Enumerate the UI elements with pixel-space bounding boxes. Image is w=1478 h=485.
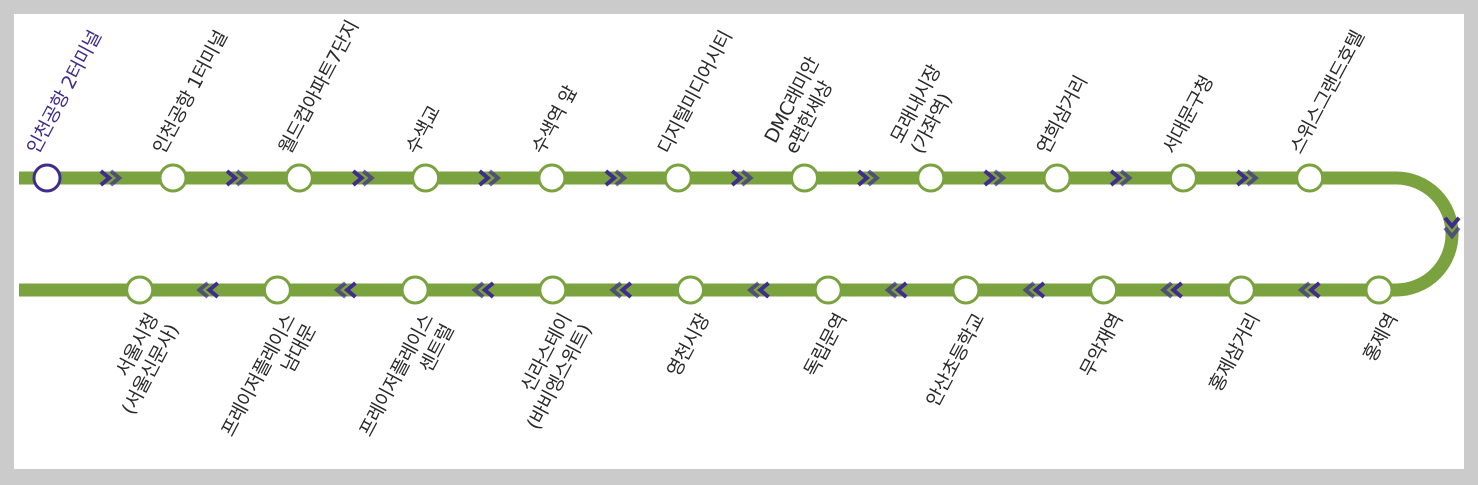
station-marker xyxy=(400,275,430,305)
route-line xyxy=(19,171,1459,297)
direction-arrow-icon xyxy=(1297,281,1321,299)
direction-arrow-icon xyxy=(604,169,628,187)
station-marker xyxy=(1295,163,1325,193)
station-marker xyxy=(951,275,981,305)
station-marker xyxy=(1226,275,1256,305)
direction-arrow-icon xyxy=(747,281,770,299)
direction-arrow-icon xyxy=(983,169,1007,187)
station-marker xyxy=(1089,275,1119,305)
direction-arrow-icon xyxy=(730,169,754,187)
direction-arrow-icon xyxy=(857,169,880,187)
station-marker xyxy=(32,163,62,193)
direction-arrow-icon xyxy=(225,169,249,187)
route-map xyxy=(19,163,1461,305)
station-marker xyxy=(1042,163,1072,193)
direction-arrow-icon xyxy=(1443,216,1461,240)
direction-arrow-icon xyxy=(351,169,375,187)
station-marker xyxy=(676,275,705,305)
station-marker xyxy=(1168,163,1198,193)
station-marker xyxy=(411,163,441,193)
station-marker xyxy=(537,163,567,193)
direction-arrow-icon xyxy=(1160,281,1183,299)
direction-arrow-icon xyxy=(99,169,123,187)
station-marker xyxy=(125,275,155,305)
station-marker xyxy=(813,275,843,305)
direction-arrow-icon xyxy=(884,281,908,299)
direction-arrow-icon xyxy=(333,281,357,299)
direction-arrow-icon xyxy=(471,281,495,299)
station-marker xyxy=(916,163,946,193)
direction-arrow-icon xyxy=(196,281,220,299)
station-marker xyxy=(538,275,568,305)
station-marker xyxy=(158,163,188,193)
station-marker xyxy=(284,163,314,193)
direction-arrow-icon xyxy=(1236,169,1259,187)
station-marker xyxy=(262,275,292,305)
direction-arrow-icon xyxy=(1109,169,1133,187)
station-marker xyxy=(663,163,693,193)
direction-arrow-icon xyxy=(609,281,633,299)
station-marker xyxy=(790,163,819,193)
station-marker xyxy=(1364,275,1394,305)
direction-arrow-icon xyxy=(478,169,502,187)
direction-arrow-icon xyxy=(1022,281,1046,299)
